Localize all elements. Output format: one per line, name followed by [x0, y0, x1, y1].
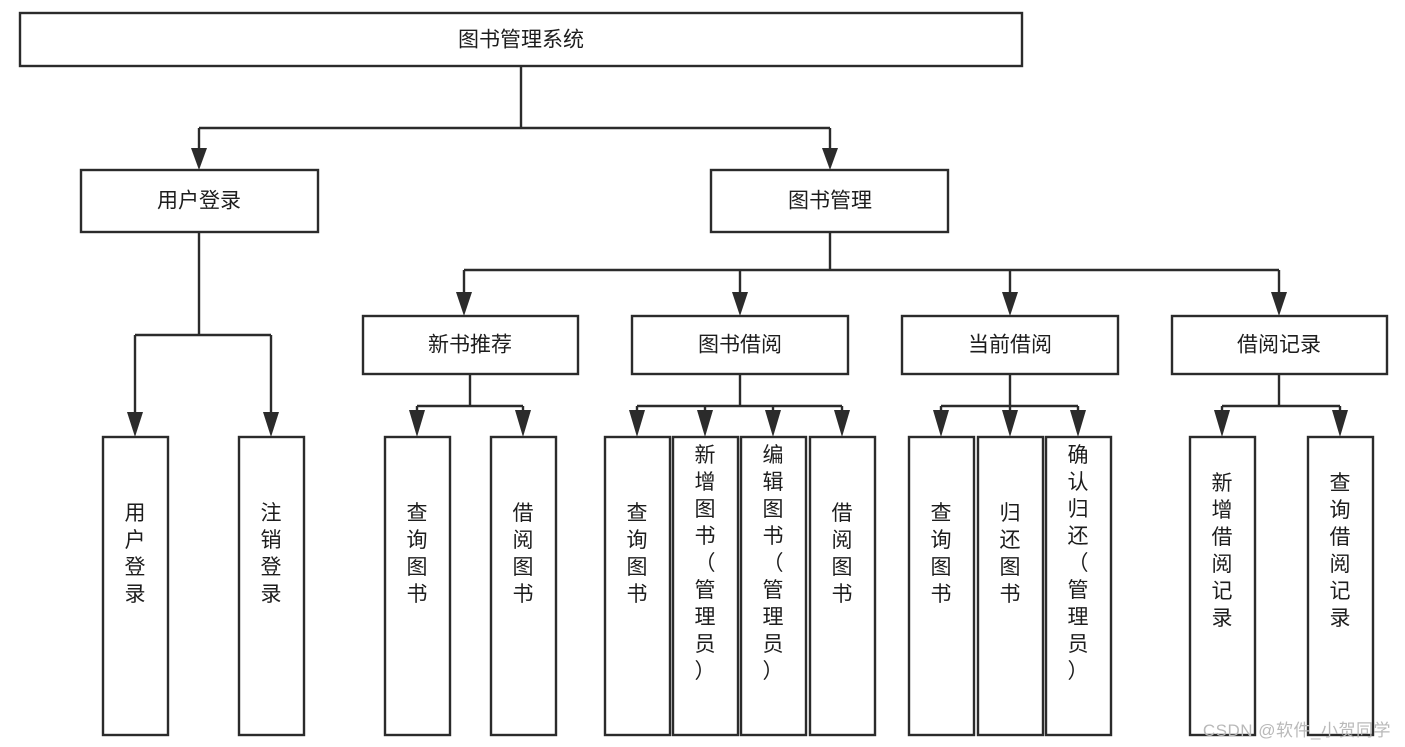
node-leaf-user-logout[interactable]: 注销登录 [237, 435, 306, 737]
connector-group-new-book-recommend [409, 374, 531, 437]
arrow-head-borrow-record [1271, 292, 1287, 316]
node-leaf-query-book-1-box[interactable] [383, 435, 452, 737]
node-leaf-add-record-label: 新增借阅记录 [1212, 472, 1233, 630]
node-leaf-query-book-2-label: 查询图书 [627, 502, 648, 606]
node-leaf-edit-book-label: 编辑图书（管理员） [763, 444, 784, 683]
connector-group-borrow-record [1214, 374, 1348, 437]
node-leaf-user-login-label: 用户登录 [125, 502, 146, 606]
arrow-head-leaf-return-book [1002, 410, 1018, 437]
node-leaf-borrow-book-1[interactable]: 借阅图书 [489, 435, 558, 737]
arrow-head-leaf-borrow-book-1 [515, 410, 531, 437]
connector-group-current-borrow [933, 374, 1086, 437]
node-current-borrow-box[interactable] [900, 314, 1120, 376]
node-leaf-confirm-return[interactable]: 确认归还（管理员） [1044, 435, 1113, 737]
arrow-head-book-borrow [732, 292, 748, 316]
node-leaf-edit-book[interactable]: 编辑图书（管理员） [739, 435, 808, 737]
node-leaf-query-book-1-label: 查询图书 [407, 502, 428, 606]
node-leaf-query-book-2-box[interactable] [603, 435, 672, 737]
node-leaf-borrow-book-1-box[interactable] [489, 435, 558, 737]
node-leaf-query-book-2[interactable]: 查询图书 [603, 435, 672, 737]
node-new-book-recommend-box[interactable] [361, 314, 580, 376]
node-book-management-label: 图书管理 [788, 190, 872, 213]
node-current-borrow-label: 当前借阅 [968, 334, 1052, 357]
node-leaf-borrow-book-1-label: 借阅图书 [513, 502, 534, 606]
connector-group-book-management [456, 232, 1287, 316]
arrow-head-leaf-borrow-book-2 [834, 410, 850, 437]
node-leaf-borrow-book-2-box[interactable] [808, 435, 877, 737]
node-leaf-borrow-book-2[interactable]: 借阅图书 [808, 435, 877, 737]
node-leaf-return-book-label: 归还图书 [1000, 502, 1021, 606]
arrow-head-leaf-user-login [127, 412, 143, 437]
node-leaf-add-record[interactable]: 新增借阅记录 [1188, 435, 1257, 737]
arrow-head-leaf-query-book-2 [629, 410, 645, 437]
arrow-head-leaf-user-logout [263, 412, 279, 437]
arrow-head-leaf-confirm-return [1070, 410, 1086, 437]
node-leaf-user-login-box[interactable] [101, 435, 170, 737]
node-leaf-user-logout-box[interactable] [237, 435, 306, 737]
node-book-management[interactable]: 图书管理 [709, 168, 950, 234]
node-root-box[interactable] [18, 11, 1024, 68]
connector-group-book-borrow [629, 374, 850, 437]
connector-group-user-login [127, 232, 279, 437]
arrow-head-leaf-query-record [1332, 410, 1348, 437]
node-leaf-query-book-3-label: 查询图书 [931, 502, 952, 606]
arrow-head-book-management [822, 148, 838, 170]
node-leaf-query-book-3-box[interactable] [907, 435, 976, 737]
node-new-book-recommend[interactable]: 新书推荐 [361, 314, 580, 376]
node-root-label: 图书管理系统 [458, 29, 584, 52]
node-leaf-confirm-return-label: 确认归还（管理员） [1068, 444, 1089, 683]
node-leaf-return-book-box[interactable] [976, 435, 1045, 737]
csdn-watermark: CSDN @软件_小贺同学 [1202, 721, 1391, 740]
arrow-head-leaf-query-book-3 [933, 410, 949, 437]
arrow-head-leaf-query-book-1 [409, 410, 425, 437]
node-leaf-confirm-return-box[interactable] [1044, 435, 1113, 737]
node-leaf-query-record-label: 查询借阅记录 [1330, 472, 1351, 630]
node-book-borrow-label: 图书借阅 [698, 334, 782, 357]
node-book-borrow[interactable]: 图书借阅 [630, 314, 850, 376]
node-user-login-box[interactable] [79, 168, 320, 234]
node-leaf-user-logout-label: 注销登录 [261, 502, 282, 606]
node-book-borrow-box[interactable] [630, 314, 850, 376]
node-leaf-user-login[interactable]: 用户登录 [101, 435, 170, 737]
node-borrow-record-box[interactable] [1170, 314, 1389, 376]
node-borrow-record-label: 借阅记录 [1237, 334, 1321, 357]
node-leaf-add-book[interactable]: 新增图书（管理员） [671, 435, 740, 737]
connector-group-root [191, 66, 838, 170]
node-user-login-label: 用户登录 [157, 190, 241, 213]
node-leaf-query-record-box[interactable] [1306, 435, 1375, 737]
node-leaf-query-book-1[interactable]: 查询图书 [383, 435, 452, 737]
arrow-head-leaf-edit-book [765, 410, 781, 437]
node-leaf-borrow-book-2-label: 借阅图书 [832, 502, 853, 606]
node-new-book-recommend-label: 新书推荐 [428, 334, 512, 357]
arrow-head-user-login [191, 148, 207, 170]
node-book-management-box[interactable] [709, 168, 950, 234]
arrow-head-leaf-add-record [1214, 410, 1230, 437]
node-leaf-add-book-box[interactable] [671, 435, 740, 737]
node-user-login[interactable]: 用户登录 [79, 168, 320, 234]
node-current-borrow[interactable]: 当前借阅 [900, 314, 1120, 376]
node-leaf-add-book-label: 新增图书（管理员） [695, 444, 716, 683]
node-borrow-record[interactable]: 借阅记录 [1170, 314, 1389, 376]
arrow-head-leaf-add-book [697, 410, 713, 437]
arrow-head-current-borrow [1002, 292, 1018, 316]
node-leaf-add-record-box[interactable] [1188, 435, 1257, 737]
arrow-head-new-book-recommend [456, 292, 472, 316]
node-leaf-query-record[interactable]: 查询借阅记录 [1306, 435, 1375, 737]
node-root[interactable]: 图书管理系统 [18, 11, 1024, 68]
node-leaf-edit-book-box[interactable] [739, 435, 808, 737]
node-leaf-return-book[interactable]: 归还图书 [976, 435, 1045, 737]
node-leaf-query-book-3[interactable]: 查询图书 [907, 435, 976, 737]
